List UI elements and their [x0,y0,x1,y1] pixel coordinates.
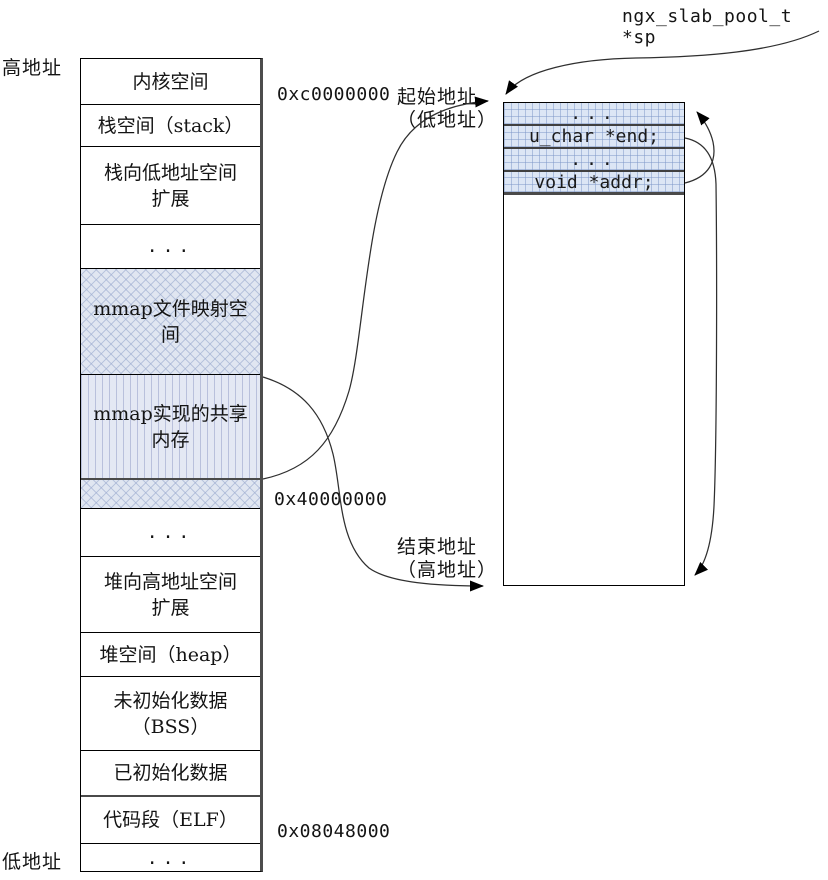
mem-row-kernel: 内核空间 [81,59,260,105]
end-address-label: 结束地址 （高地址） [397,536,498,581]
high-address-label: 高地址 [2,57,63,79]
mem-row-heap: 堆空间（heap） [81,633,260,677]
slab-pool-pointer-label: ngx_slab_pool_t *sp [622,6,793,48]
mem-row-code-segment: 代码段（ELF） [81,797,260,844]
pool-row-addr-field: void *addr; [504,172,684,195]
mem-row-mmap-shared-memory: mmap实现的共享 内存 [81,375,260,480]
start-address-label: 起始地址 （低地址） [397,86,498,131]
mem-row-mmap-file: mmap文件映射空 间 [81,269,260,375]
address-0xc0000000: 0xc0000000 [277,84,391,105]
arrow-addr-field [684,111,715,184]
mem-row-hatch-band [81,480,260,509]
low-address-label: 低地址 [2,851,63,873]
mem-row-ellipsis-top: ... [81,225,260,269]
pool-row-ellipsis-top: ... [504,103,684,126]
pool-row-ellipsis-middle: ... [504,149,684,172]
slab-pool-box: ... u_char *end; ... void *addr; [503,102,685,586]
address-0x40000000: 0x40000000 [274,489,388,510]
mem-row-heap-growth: 堆向高地址空间 扩展 [81,557,260,633]
mem-row-initialized-data: 已初始化数据 [81,751,260,797]
process-memory-column: 内核空间 栈空间（stack） 栈向低地址空间 扩展 ... mmap文件映射空… [80,58,263,872]
arrow-end-field [684,137,718,576]
mem-row-stack-growth: 栈向低地址空间 扩展 [81,147,260,225]
pool-row-end-field: u_char *end; [504,126,684,149]
arrow-start-address [262,96,489,480]
address-0x08048000: 0x08048000 [277,821,391,842]
mem-row-stack: 栈空间（stack） [81,105,260,147]
mem-row-ellipsis-middle: ... [81,509,260,557]
mem-row-ellipsis-bottom: ... [146,847,195,869]
mem-row-bss: 未初始化数据 （BSS） [81,677,260,751]
